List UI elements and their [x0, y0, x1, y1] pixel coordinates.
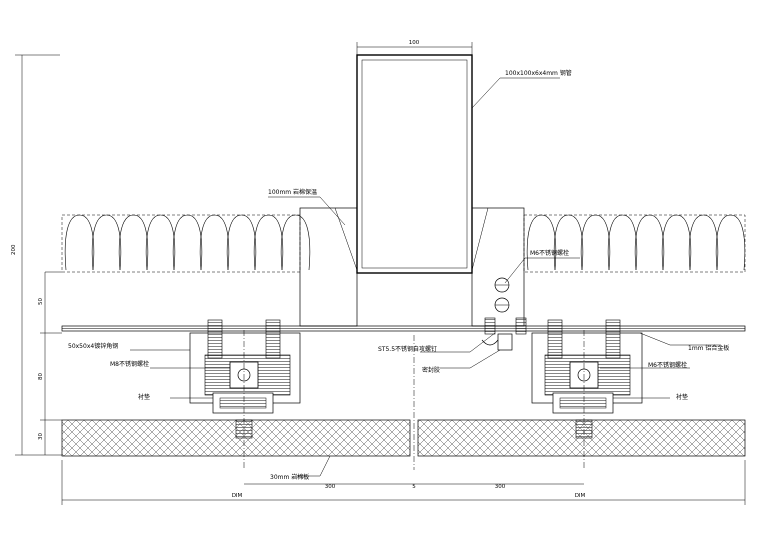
dim-span-right: 300 — [495, 484, 506, 490]
label-pad-right: 衬垫 — [676, 393, 688, 401]
insulation-right — [523, 214, 746, 273]
vertical-dimension-chain: 200 50 80 30 — [11, 54, 62, 456]
label-insulation-top: 100mm 岩棉保温 — [268, 188, 317, 196]
base-plate — [61, 325, 746, 332]
joint-fixings — [481, 277, 527, 351]
dim-gap: 5 — [412, 484, 416, 490]
horizontal-dimensions: 300 5 300 DIM DIM — [61, 460, 746, 505]
dim-30: 30 — [38, 433, 44, 440]
insulation-left — [61, 214, 311, 273]
label-anchor-bolt-right-lower: M6不锈钢螺栓 — [648, 361, 687, 369]
dim-span-left: 300 — [325, 484, 336, 490]
label-steel-tube: 100x100x6x4mm 钢管 — [505, 69, 572, 77]
dim-left-label: DIM — [232, 493, 243, 499]
bottom-insulation — [61, 419, 746, 457]
dim-80: 80 — [38, 373, 44, 380]
dim-right-label: DIM — [575, 493, 586, 499]
top-width-dimension: 100 — [356, 40, 473, 55]
label-steel-angle: 50x50x4镀锌角钢 — [68, 342, 118, 350]
bracket-assembly-right — [531, 319, 643, 470]
annotations: 100x100x6x4mm 钢管 100mm 岩棉保温 M6不锈钢螺栓 50x5… — [68, 69, 729, 481]
label-anchor-bolt-right: M6不锈钢螺栓 — [530, 249, 569, 257]
dim-top-width: 100 — [409, 40, 420, 46]
label-pad-left: 衬垫 — [138, 393, 150, 401]
label-insulation-bottom: 30mm 岩棉板 — [270, 473, 309, 481]
tube-side-insulation — [299, 207, 525, 327]
dim-50: 50 — [38, 298, 44, 305]
label-tapping-screw: ST5.5不锈钢自攻螺钉 — [378, 345, 437, 353]
label-aluminum-plate: 1mm 铝合金板 — [688, 344, 729, 352]
label-sealant: 密封胶 — [422, 366, 440, 374]
bracket-assembly-left — [189, 319, 301, 470]
label-anchor-bolt-left: M8不锈钢螺栓 — [110, 360, 149, 368]
dim-total-height: 200 — [11, 244, 17, 255]
steel-tube — [356, 54, 473, 274]
